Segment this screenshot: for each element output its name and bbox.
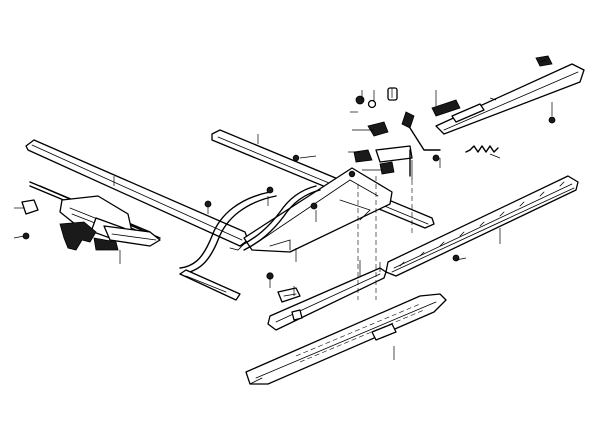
lower-rail bbox=[245, 293, 447, 385]
alignment-lines bbox=[357, 176, 413, 300]
tension-spring bbox=[465, 145, 499, 153]
cable-drive-unit bbox=[29, 181, 161, 247]
side-rail-long bbox=[385, 175, 579, 277]
cable-guide-tube bbox=[179, 185, 321, 275]
drive-bracket bbox=[21, 199, 119, 251]
gasket-seal bbox=[295, 303, 425, 363]
crank-arm-assembly bbox=[353, 111, 441, 177]
fasteners bbox=[22, 87, 556, 280]
upper-side-rail bbox=[431, 55, 585, 135]
mounting-bracket bbox=[277, 287, 301, 303]
flex-strip bbox=[179, 269, 241, 301]
frame-front bbox=[243, 167, 393, 253]
leader-lines bbox=[13, 59, 553, 360]
